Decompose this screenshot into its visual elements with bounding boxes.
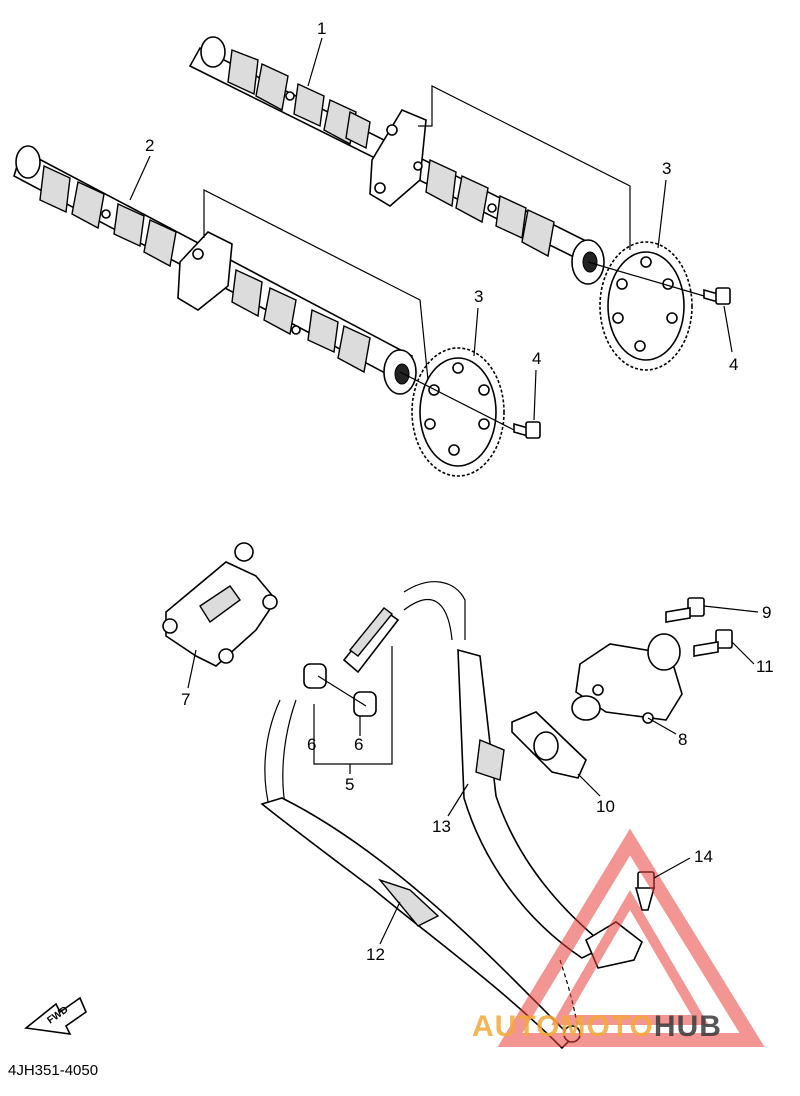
callout-3-upper: 3: [662, 159, 671, 178]
diagram-code: 4JH351-4050: [8, 1062, 99, 1079]
chain-guide-top: [162, 542, 278, 667]
watermark-brand: AUTOMOTOHUB: [472, 1010, 722, 1044]
chain-joint-plate: [303, 663, 377, 717]
sprocket-bolt-upper: [703, 287, 731, 305]
tensioner-bolt-11: [693, 629, 733, 657]
callout-6a: 6: [307, 735, 316, 754]
camshaft-intake: [13, 145, 417, 395]
callout-12: 12: [366, 945, 385, 964]
cam-sprocket-upper: [599, 241, 693, 371]
tensioner-gasket: [511, 711, 587, 779]
callout-3-lower: 3: [474, 287, 483, 306]
callout-6b: 6: [354, 735, 363, 754]
callout-13: 13: [432, 817, 451, 836]
callout-8: 8: [678, 730, 687, 749]
chain-guide-exhaust: [260, 797, 581, 1050]
callout-14: 14: [694, 847, 713, 866]
callout-2: 2: [145, 136, 154, 155]
callout-10: 10: [596, 797, 615, 816]
watermark-brand-part1: AUTOMOTO: [472, 1010, 654, 1043]
tensioner-bolt-9: [665, 597, 705, 623]
camshaft-exhaust: [188, 36, 605, 285]
sprocket-bolt-lower: [513, 421, 541, 439]
callout-4-upper: 4: [729, 355, 738, 374]
cam-sprocket-lower: [411, 347, 505, 477]
callout-1: 1: [317, 19, 326, 38]
cam-chain: [264, 581, 581, 1041]
watermark-logo: [497, 828, 765, 1047]
callout-7: 7: [181, 690, 190, 709]
cam-chain-tensioner: [571, 633, 683, 724]
callout-4-lower: 4: [532, 349, 541, 368]
fwd-arrow-icon: FWD: [24, 996, 87, 1035]
watermark-brand-part2: HUB: [653, 1010, 722, 1043]
callout-5: 5: [345, 775, 354, 794]
callout-11: 11: [756, 657, 774, 676]
callout-9: 9: [762, 603, 771, 622]
